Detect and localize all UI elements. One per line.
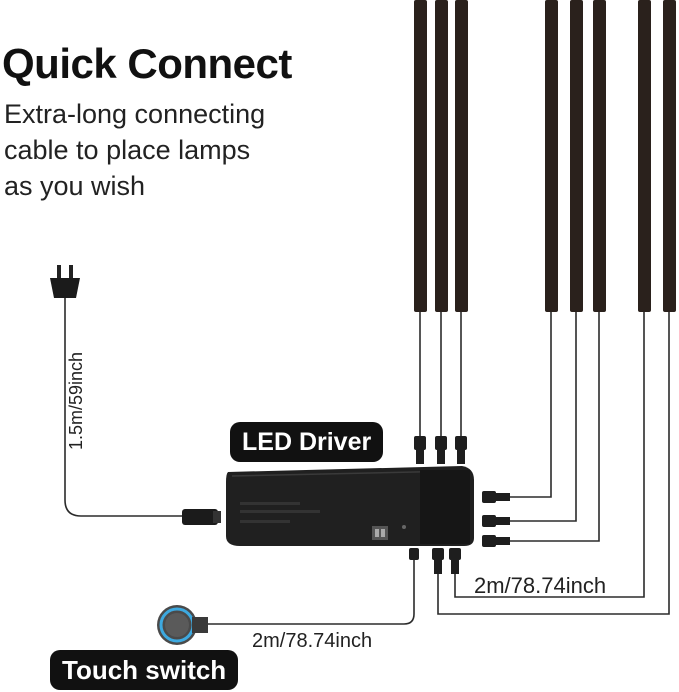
lamp-bar-1	[414, 0, 427, 312]
led-driver-label: LED Driver	[230, 422, 384, 462]
connector-plug-icon	[449, 548, 461, 574]
lamp-bar-7	[638, 0, 651, 312]
connector-plug-icon	[455, 436, 467, 464]
connector-plug-icon	[482, 535, 510, 547]
led-driver-box	[226, 466, 474, 546]
right-connectors	[482, 491, 510, 547]
subtitle-line-2: cable to place lamps	[4, 135, 251, 165]
lamp-bar-8	[663, 0, 676, 312]
power-plug-icon	[50, 265, 80, 298]
lamp-bar-3	[455, 0, 468, 312]
connector-plug-icon	[435, 436, 447, 464]
plug-cable-length: 1.5m/59inch	[66, 351, 86, 450]
wires	[64, 298, 670, 625]
driver-input-connector	[182, 509, 221, 525]
touch-switch-icon	[157, 605, 208, 645]
connector-plug-icon	[482, 515, 510, 527]
bottom-connectors	[432, 548, 461, 574]
lamp-bars	[414, 0, 676, 312]
subtitle-line-1: Extra-long connecting	[4, 99, 266, 129]
page-title: Quick Connect	[2, 40, 292, 87]
lamp-bar-4	[545, 0, 558, 312]
lamp-bar-2	[435, 0, 448, 312]
connector-plug-icon	[432, 548, 444, 574]
connector-plug-icon	[482, 491, 510, 503]
subtitle-line-3: as you wish	[4, 171, 146, 201]
connector-plug-icon	[414, 436, 426, 464]
lamp-bar-6	[593, 0, 606, 312]
lamp-cable-length: 2m/78.74inch	[474, 573, 607, 598]
lamp-bar-5	[570, 0, 583, 312]
switch-cable-length: 2m/78.74inch	[252, 630, 373, 652]
top-connectors	[414, 436, 467, 464]
switch-cable-connector	[409, 548, 419, 560]
page-subtitle: Extra-long connecting cable to place lam…	[4, 96, 304, 204]
touch-switch-label: Touch switch	[50, 650, 239, 690]
